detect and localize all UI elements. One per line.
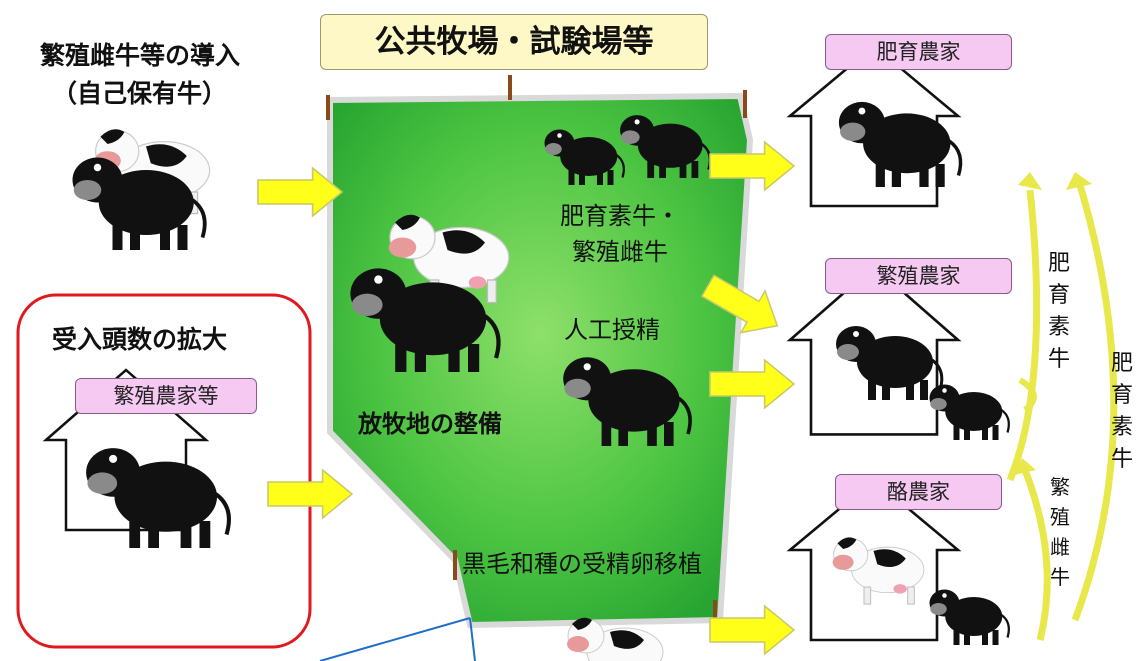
label-artificial-insemination: 人工授精 [564, 316, 660, 344]
return-arrow [1006, 189, 1041, 482]
side-label-outer-calf: 肥育素牛 [1110, 351, 1133, 472]
page-title-box: 公共牧場・試験場等 [320, 14, 708, 70]
farm-label-fattening: 肥育農家 [825, 34, 1012, 70]
acceptance-heading: 受入頭数の拡大 [52, 325, 228, 354]
side-label-inner-calf: 肥育素牛 [1047, 251, 1070, 372]
callout-line [319, 617, 471, 661]
intro-line2: （自己保有牛） [52, 79, 228, 108]
callout-line [469, 617, 476, 661]
return-arrow [1071, 184, 1118, 622]
side-label-heifer: 繁殖雌牛 [1050, 475, 1070, 589]
return-arrow [1021, 468, 1051, 641]
cow-icon [928, 383, 1010, 442]
label-calves-line1: 肥育素牛・ [560, 202, 680, 230]
house-label-breeding-etc: 繁殖農家等 [75, 378, 257, 414]
page-title: 公共牧場・試験場等 [374, 24, 654, 60]
label-embryo-transfer: 黒毛和種の受精卵移植 [462, 550, 702, 578]
cow-icon [928, 588, 1010, 647]
farm-label-dairy: 酪農家 [835, 474, 1002, 510]
pasture-main-label: 放牧地の整備 [358, 410, 502, 438]
farm-label-breeding: 繁殖農家 [825, 258, 1012, 294]
intro-line1: 繁殖雌牛等の導入 [40, 41, 241, 70]
acceptance-box [16, 293, 312, 649]
label-calves-line2: 繁殖雌牛 [572, 238, 668, 266]
